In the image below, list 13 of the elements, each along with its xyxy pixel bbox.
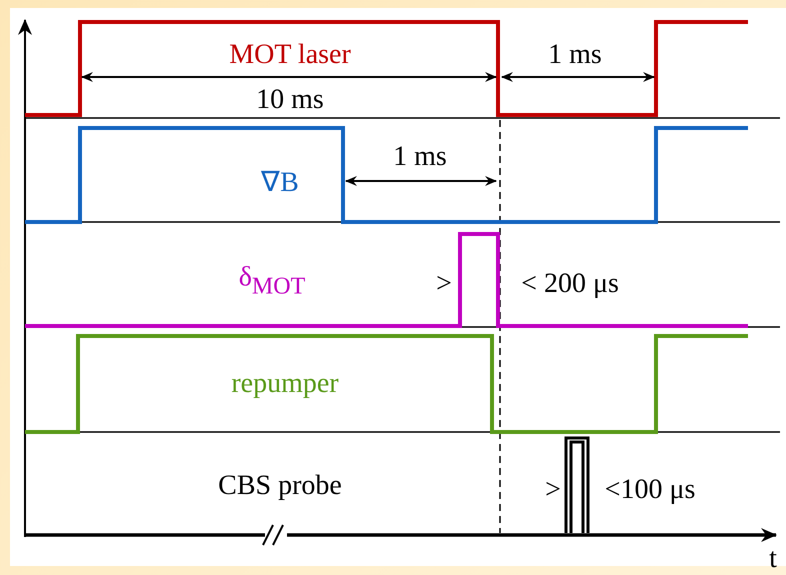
signal-label: CBS probe (218, 470, 342, 502)
signal-label: ∇B (261, 167, 299, 199)
signal-label: δ$_{MOT}$ (238, 262, 306, 302)
duration-label: < 200 μs (521, 268, 619, 300)
bracket-mark: > (436, 268, 452, 300)
bracket-mark: > (545, 474, 561, 506)
duration-label: <100 μs (604, 474, 696, 506)
duration-label: 1 ms (548, 39, 602, 71)
signal-label: repumper (231, 368, 339, 400)
axis-label: t (769, 543, 777, 575)
duration-label: 10 ms (256, 84, 324, 116)
duration-label: 1 ms (393, 141, 447, 173)
signal-label: MOT laser (229, 39, 351, 71)
